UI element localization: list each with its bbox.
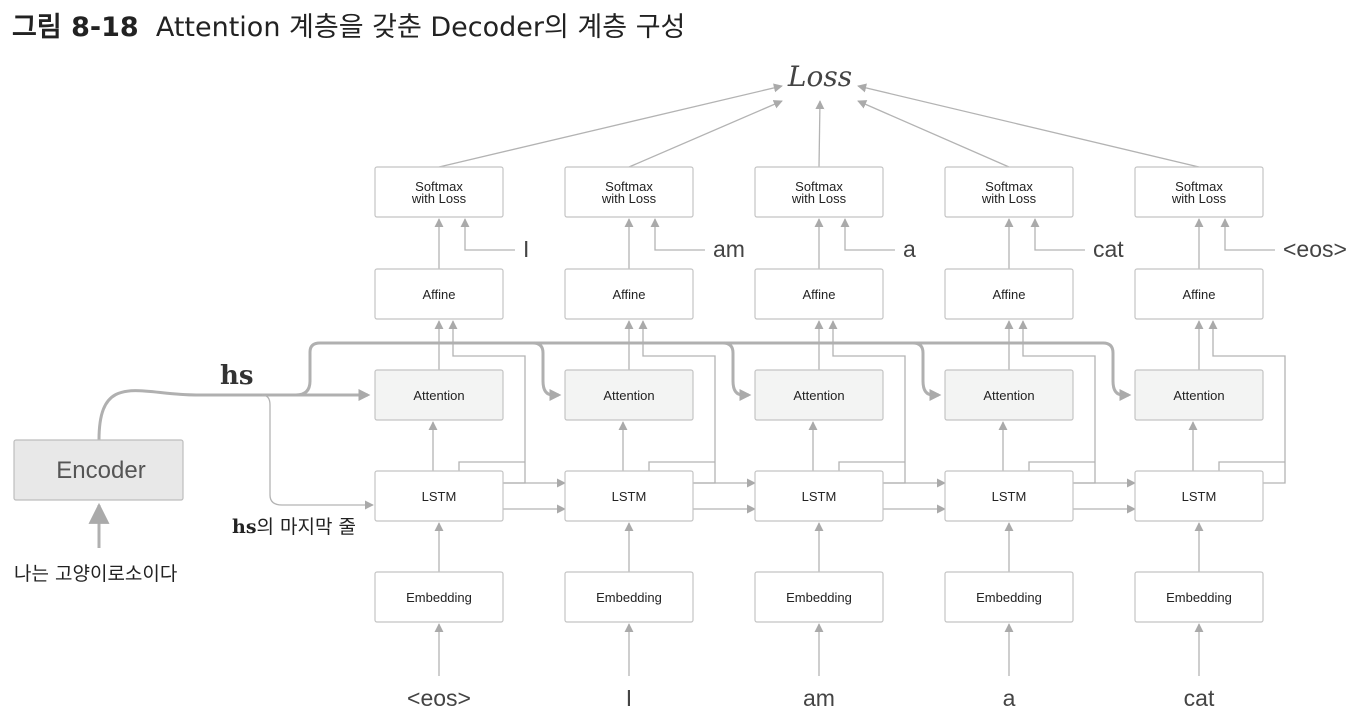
loss-arrow <box>628 100 783 168</box>
input-word: cat <box>1184 685 1215 711</box>
hs-last-bold: hs <box>232 516 257 538</box>
attention-label: Attention <box>983 388 1034 403</box>
softmax-label: with Loss <box>411 191 467 206</box>
attention-box <box>564 369 694 421</box>
embedding-box <box>754 571 884 623</box>
softmax-label: with Loss <box>791 191 847 206</box>
attention-box <box>944 369 1074 421</box>
lstm-hidden-line <box>1028 461 1095 471</box>
loss-label: Loss <box>787 60 852 93</box>
affine-box <box>754 268 884 320</box>
target-word: <eos> <box>1283 236 1346 262</box>
softmax-with-loss-box <box>374 166 504 218</box>
input-word: I <box>626 685 632 711</box>
hs-to-attention-arrow <box>912 341 942 401</box>
target-arrow <box>840 218 895 251</box>
lstm-label: LSTM <box>802 489 837 504</box>
softmax-label: Softmax <box>415 179 463 194</box>
encoder-label: Encoder <box>56 457 145 484</box>
attention-box <box>1134 369 1264 421</box>
embedding-label: Embedding <box>786 590 852 605</box>
lstm-box <box>564 470 694 522</box>
lstm-label: LSTM <box>422 489 457 504</box>
lstm-box <box>1134 470 1264 522</box>
embedding-box <box>944 571 1074 623</box>
target-arrow <box>650 218 705 251</box>
lstm-hidden-line <box>648 461 715 471</box>
input-word: am <box>803 685 835 711</box>
embedding-label: Embedding <box>1166 590 1232 605</box>
softmax-label: Softmax <box>985 179 1033 194</box>
lstm-box <box>374 470 504 522</box>
encoder-input-text: 나는 고양이로소이다 <box>14 563 177 585</box>
target-word: cat <box>1093 236 1124 262</box>
softmax-label: Softmax <box>795 179 843 194</box>
lstm-to-affine-arrow <box>1208 320 1286 484</box>
softmax-label: Softmax <box>1175 179 1223 194</box>
lstm-hidden-line <box>458 461 525 471</box>
softmax-with-loss-box <box>944 166 1074 218</box>
softmax-label: Softmax <box>605 179 653 194</box>
softmax-label: with Loss <box>1171 191 1227 206</box>
target-word: am <box>713 236 745 262</box>
attention-box <box>374 369 504 421</box>
embedding-label: Embedding <box>596 590 662 605</box>
embedding-box <box>374 571 504 623</box>
attention-label: Attention <box>603 388 654 403</box>
affine-label: Affine <box>802 287 835 302</box>
hs-last-arrow <box>261 394 374 510</box>
input-word: <eos> <box>407 685 471 711</box>
loss-arrow <box>857 100 1010 168</box>
attention-label: Attention <box>793 388 844 403</box>
target-arrow <box>460 218 515 251</box>
attention-label: Attention <box>1173 388 1224 403</box>
hs-last-label: hs의 마지막 줄 <box>232 516 356 538</box>
softmax-with-loss-box <box>1134 166 1264 218</box>
hs-last-rest: 의 마지막 줄 <box>257 516 356 538</box>
lstm-label: LSTM <box>992 489 1027 504</box>
input-word: a <box>1003 685 1016 711</box>
affine-label: Affine <box>992 287 1025 302</box>
affine-label: Affine <box>422 287 455 302</box>
affine-box <box>564 268 694 320</box>
target-word: I <box>523 236 529 262</box>
hs-to-attention-arrow <box>1102 341 1132 401</box>
figure-number: 그림 8-18 <box>12 12 139 43</box>
lstm-label: LSTM <box>612 489 647 504</box>
lstm-label: LSTM <box>1182 489 1217 504</box>
hs-label: hs <box>220 361 254 391</box>
encoder-box <box>13 439 184 501</box>
attention-label: Attention <box>413 388 464 403</box>
affine-box <box>374 268 504 320</box>
embedding-label: Embedding <box>976 590 1042 605</box>
attention-box <box>754 369 884 421</box>
target-word: a <box>903 236 916 262</box>
hs-to-attention-arrow <box>722 341 752 401</box>
loss-arrow <box>815 100 825 168</box>
lstm-box <box>944 470 1074 522</box>
affine-box <box>1134 268 1264 320</box>
hs-to-attention-arrow <box>532 341 562 401</box>
target-arrow <box>1030 218 1085 251</box>
figure-caption: Attention 계층을 갖춘 Decoder의 계층 구성 <box>155 12 686 43</box>
affine-label: Affine <box>612 287 645 302</box>
loss-arrow <box>438 83 783 168</box>
softmax-with-loss-box <box>564 166 694 218</box>
loss-arrow <box>857 83 1200 168</box>
softmax-with-loss-box <box>754 166 884 218</box>
embedding-label: Embedding <box>406 590 472 605</box>
lstm-hidden-line <box>838 461 905 471</box>
lstm-hidden-line <box>1218 461 1285 471</box>
softmax-label: with Loss <box>601 191 657 206</box>
affine-box <box>944 268 1074 320</box>
affine-label: Affine <box>1182 287 1215 302</box>
embedding-box <box>1134 571 1264 623</box>
softmax-label: with Loss <box>981 191 1037 206</box>
target-arrow <box>1220 218 1275 251</box>
lstm-box <box>754 470 884 522</box>
embedding-box <box>564 571 694 623</box>
figure-title: 그림 8-18 Attention 계층을 갖춘 Decoder의 계층 구성 <box>12 5 685 44</box>
